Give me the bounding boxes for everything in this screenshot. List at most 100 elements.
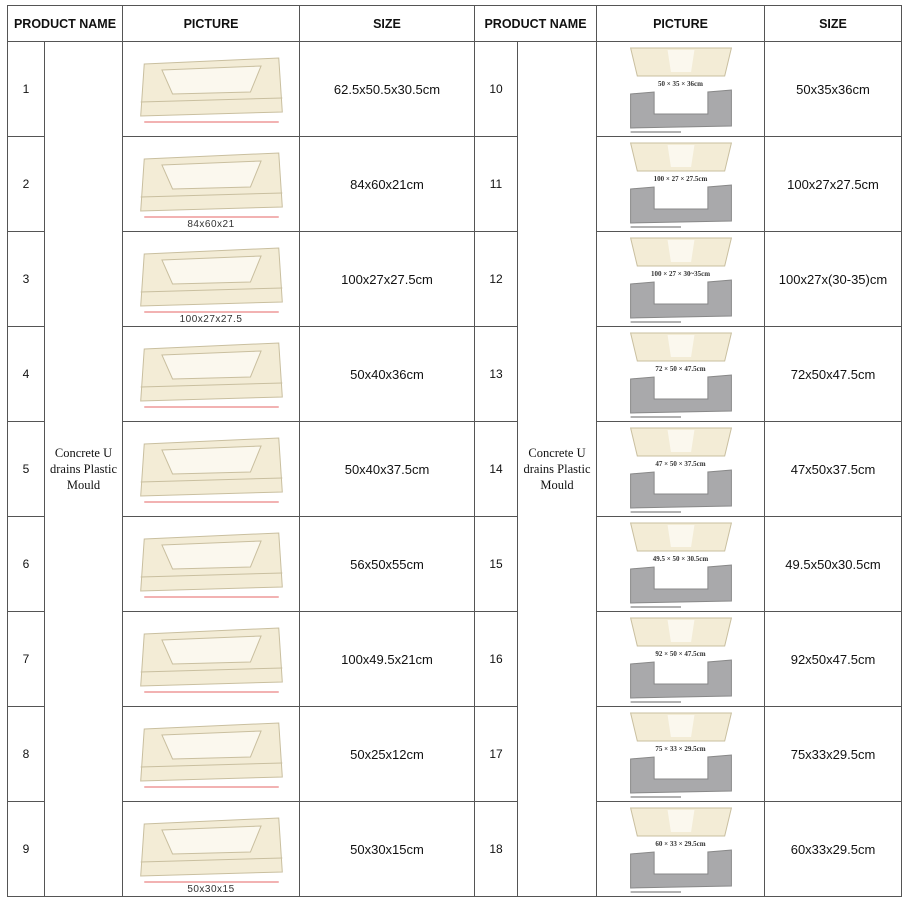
product-size: 56x50x55cm [299,516,475,612]
product-size: 100x27x27.5cm [299,231,475,327]
product-size: 92x50x47.5cm [764,611,902,707]
header-size-2: SIZE [764,5,902,42]
picture-cell [122,326,300,422]
mould-image [140,722,283,788]
picture-cell: 100 × 27 × 27.5cm [596,136,765,232]
picture-cell: 92 × 50 × 47.5cm [596,611,765,707]
mould-and-concrete-image [629,807,733,893]
product-size: 60x33x29.5cm [764,801,902,897]
mould-and-concrete-image [629,237,733,323]
picture-cell [122,516,300,612]
picture-caption: 92 × 50 × 47.5cm [655,650,706,658]
mould-image [140,532,283,598]
picture-caption: 100 × 27 × 30~35cm [650,270,711,278]
product-number: 18 [474,801,518,897]
picture-caption: 60 × 33 × 29.5cm [655,840,706,848]
mould-image [140,437,283,503]
product-size: 50x40x37.5cm [299,421,475,517]
product-size: 100x49.5x21cm [299,611,475,707]
product-size: 100x27x27.5cm [764,136,902,232]
product-number: 16 [474,611,518,707]
product-size: 62.5x50.5x30.5cm [299,41,475,137]
product-number: 7 [7,611,45,707]
product-table: PRODUCT NAME PICTURE SIZE PRODUCT NAME P… [7,5,902,897]
product-number: 1 [7,41,45,137]
picture-caption: 75 × 33 × 29.5cm [655,745,706,753]
product-number: 17 [474,706,518,802]
product-number: 3 [7,231,45,327]
mould-and-concrete-image [629,522,733,608]
mould-image [140,152,283,218]
product-size: 50x35x36cm [764,41,902,137]
picture-cell: 84x60x21 [122,136,300,232]
product-name: Concrete U drains Plastic Mould [44,41,123,897]
picture-cell [122,611,300,707]
picture-cell [122,706,300,802]
picture-caption: 100 × 27 × 27.5cm [653,175,708,183]
product-number: 13 [474,326,518,422]
product-size: 84x60x21cm [299,136,475,232]
product-size: 100x27x(30-35)cm [764,231,902,327]
product-size: 50x40x36cm [299,326,475,422]
header-size: SIZE [299,5,475,42]
product-number: 15 [474,516,518,612]
picture-cell: 50x30x15 [122,801,300,897]
header-product-name: PRODUCT NAME [7,5,123,42]
picture-cell: 75 × 33 × 29.5cm [596,706,765,802]
picture-caption: 84x60x21 [187,219,235,230]
product-size: 50x25x12cm [299,706,475,802]
picture-cell: 47 × 50 × 37.5cm [596,421,765,517]
product-number: 12 [474,231,518,327]
picture-cell [122,41,300,137]
picture-cell: 100x27x27.5 [122,231,300,327]
header-product-name-2: PRODUCT NAME [474,5,597,42]
mould-and-concrete-image [629,142,733,228]
picture-cell: 50 × 35 × 36cm [596,41,765,137]
picture-cell [122,421,300,517]
mould-and-concrete-image [629,427,733,513]
header-row: PRODUCT NAME PICTURE SIZE PRODUCT NAME P… [7,5,902,42]
product-size: 50x30x15cm [299,801,475,897]
product-size: 72x50x47.5cm [764,326,902,422]
product-number: 9 [7,801,45,897]
product-number: 14 [474,421,518,517]
product-number: 10 [474,41,518,137]
product-name: Concrete U drains Plastic Mould [517,41,597,897]
picture-cell: 49.5 × 50 × 30.5cm [596,516,765,612]
picture-caption: 47 × 50 × 37.5cm [655,460,706,468]
mould-image [140,57,283,123]
mould-image [140,817,283,883]
mould-and-concrete-image [629,617,733,703]
header-picture-2: PICTURE [596,5,765,42]
picture-cell: 72 × 50 × 47.5cm [596,326,765,422]
picture-caption: 72 × 50 × 47.5cm [655,365,706,373]
picture-caption: 49.5 × 50 × 30.5cm [652,555,709,563]
picture-cell: 60 × 33 × 29.5cm [596,801,765,897]
picture-caption: 50 × 35 × 36cm [658,80,703,88]
product-number: 11 [474,136,518,232]
product-number: 5 [7,421,45,517]
product-number: 8 [7,706,45,802]
picture-caption: 100x27x27.5 [179,314,243,325]
mould-and-concrete-image [629,332,733,418]
product-size: 49.5x50x30.5cm [764,516,902,612]
picture-caption: 50x30x15 [187,884,235,895]
product-number: 6 [7,516,45,612]
product-number: 2 [7,136,45,232]
mould-image [140,627,283,693]
header-picture: PICTURE [122,5,300,42]
product-size: 47x50x37.5cm [764,421,902,517]
product-number: 4 [7,326,45,422]
mould-and-concrete-image [629,712,733,798]
picture-cell: 100 × 27 × 30~35cm [596,231,765,327]
mould-and-concrete-image [629,47,733,133]
